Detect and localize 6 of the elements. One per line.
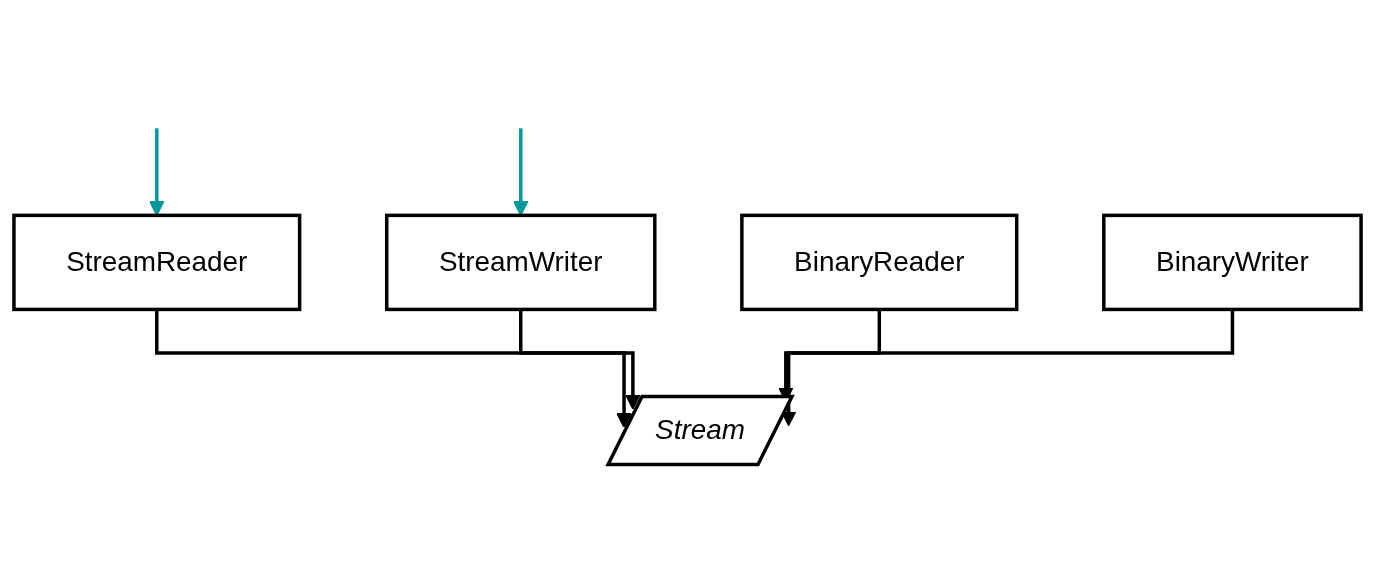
node-box: BinaryReader	[740, 213, 1019, 311]
node-box: StreamWriter	[384, 213, 657, 311]
arrow	[513, 126, 529, 216]
arrow	[149, 126, 165, 216]
node-box: BinaryWriter	[1102, 213, 1363, 311]
node-box: StreamReader	[12, 213, 302, 311]
